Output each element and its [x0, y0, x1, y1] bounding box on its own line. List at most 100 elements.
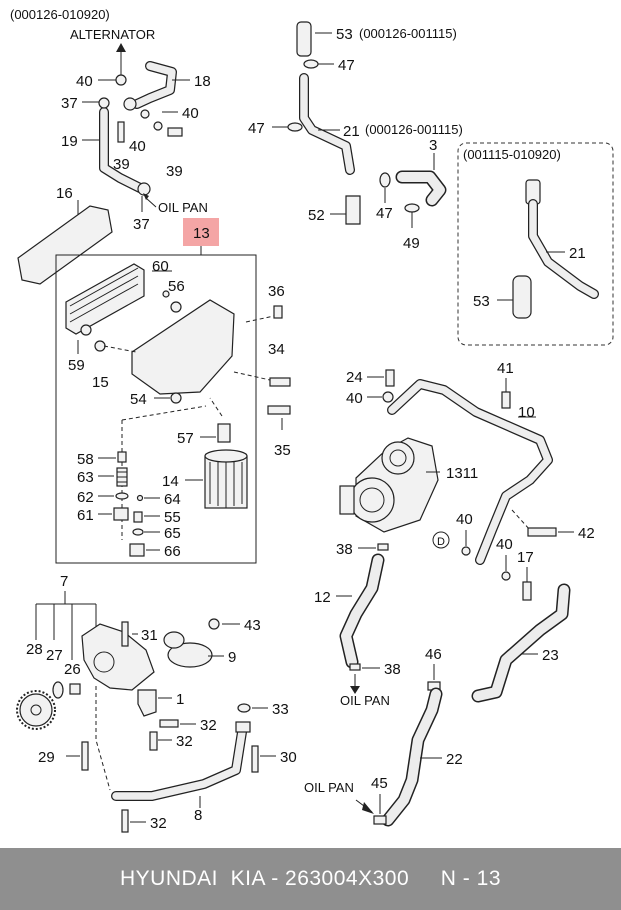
label-1: 1	[176, 691, 184, 708]
ball-64	[136, 494, 144, 502]
label-27: 27	[46, 647, 63, 664]
label-9: 9	[228, 649, 236, 666]
bolt-15	[94, 340, 106, 352]
label-62: 62	[77, 489, 94, 506]
plug-66	[129, 543, 145, 557]
label-38a: 38	[336, 541, 353, 558]
label-39a: 39	[113, 156, 130, 173]
arrow-to-oil-pan-2	[350, 674, 360, 694]
pipe-21	[299, 73, 355, 175]
label-47a: 47	[338, 57, 355, 74]
label-59: 59	[68, 357, 85, 374]
bolt-35	[267, 405, 291, 415]
label-38b: 38	[384, 661, 401, 678]
bolt-59	[80, 324, 92, 336]
bracket-52	[345, 195, 361, 225]
bolt-54	[170, 392, 182, 404]
label-23: 23	[542, 647, 559, 664]
clamp-38b	[349, 663, 361, 671]
clamp-47b	[287, 122, 303, 132]
parts-diagram: (000126-010920) ALTERNATOR 40 18 37 40 1…	[10, 7, 614, 833]
label-41: 41	[497, 360, 514, 377]
label-8: 8	[194, 807, 202, 824]
label-21b: 21	[569, 245, 586, 262]
label-14: 14	[162, 473, 179, 490]
label-17: 17	[517, 549, 534, 566]
label-36: 36	[268, 283, 285, 300]
label-30: 30	[280, 749, 297, 766]
oil-pipe-8	[111, 727, 247, 801]
oring-33	[237, 703, 251, 713]
washer-40d	[153, 121, 163, 131]
oil-filter-14	[204, 449, 248, 509]
bolt-36	[273, 305, 283, 319]
clamp-49	[404, 203, 420, 213]
footer-part-number: HYUNDAI KIA - 263004X300 N - 13	[119, 867, 501, 890]
bolt-32b	[149, 731, 158, 751]
bolt-29	[81, 741, 89, 771]
label-60: 60	[152, 258, 169, 275]
label-19: 19	[61, 133, 78, 150]
label-40a: 40	[76, 73, 93, 90]
label-10: 10	[518, 404, 535, 421]
clamp-45	[373, 815, 387, 825]
washer-40d-turbo	[382, 391, 394, 403]
label-55: 55	[164, 509, 181, 526]
label-13: 13	[193, 225, 210, 242]
label-40b: 40	[182, 105, 199, 122]
bolt-42	[527, 527, 557, 537]
washer-40e	[461, 546, 471, 556]
oring-60	[162, 290, 170, 298]
label-40f: 40	[496, 536, 513, 553]
bolt-39a	[117, 121, 125, 143]
label-39b: 39	[166, 163, 183, 180]
range-label-pipe-21: (000126-001115)	[365, 122, 463, 137]
nut-26	[69, 683, 81, 695]
label-47b: 47	[248, 120, 265, 137]
label-28: 28	[26, 641, 43, 658]
inset-hose-53	[512, 275, 532, 319]
bolt-41	[501, 391, 511, 409]
clamp-47c	[379, 172, 391, 188]
oil-pan-note-2: OIL PAN	[340, 693, 390, 708]
label-58: 58	[77, 451, 94, 468]
label-43: 43	[244, 617, 261, 634]
callout-D	[432, 531, 450, 549]
key-27	[52, 681, 64, 699]
arrow-to-oil-pan-1	[143, 193, 157, 208]
label-53b: 53	[473, 293, 490, 310]
clamp-47a	[303, 59, 319, 69]
range-label-top-left: (000126-010920)	[10, 7, 110, 22]
label-34: 34	[268, 341, 285, 358]
oil-feed-pipe-10	[387, 379, 553, 565]
label-61: 61	[77, 507, 94, 524]
label-40e: 40	[456, 511, 473, 528]
banjo-bolt-40	[115, 74, 127, 86]
return-hose-12	[339, 553, 385, 669]
assembly-frame-13	[55, 254, 257, 564]
label-18: 18	[194, 73, 211, 90]
spring-55	[133, 511, 143, 523]
turbocharger	[339, 437, 439, 533]
label-35: 35	[274, 442, 291, 459]
oring-56	[170, 301, 182, 313]
range-label-hose-top: (000126-001115)	[359, 26, 457, 41]
alternator-note: ALTERNATOR	[70, 27, 155, 42]
cooler-element	[65, 263, 145, 335]
oil-pipe-19	[99, 107, 145, 193]
label-22: 22	[446, 751, 463, 768]
label-56: 56	[168, 278, 185, 295]
label-D: D	[437, 536, 445, 548]
oil-pipe-18	[132, 61, 177, 109]
label-32c: 32	[150, 815, 167, 832]
label-37a: 37	[61, 95, 78, 112]
label-7: 7	[60, 573, 68, 590]
label-40d: 40	[346, 390, 363, 407]
label-63: 63	[77, 469, 94, 486]
oil-pan-note-3: OIL PAN	[304, 780, 354, 795]
bolt-34	[269, 377, 291, 387]
washer-65	[132, 528, 144, 536]
label-49: 49	[403, 235, 420, 252]
gasket-16	[17, 205, 113, 285]
bolt-30	[251, 745, 259, 773]
